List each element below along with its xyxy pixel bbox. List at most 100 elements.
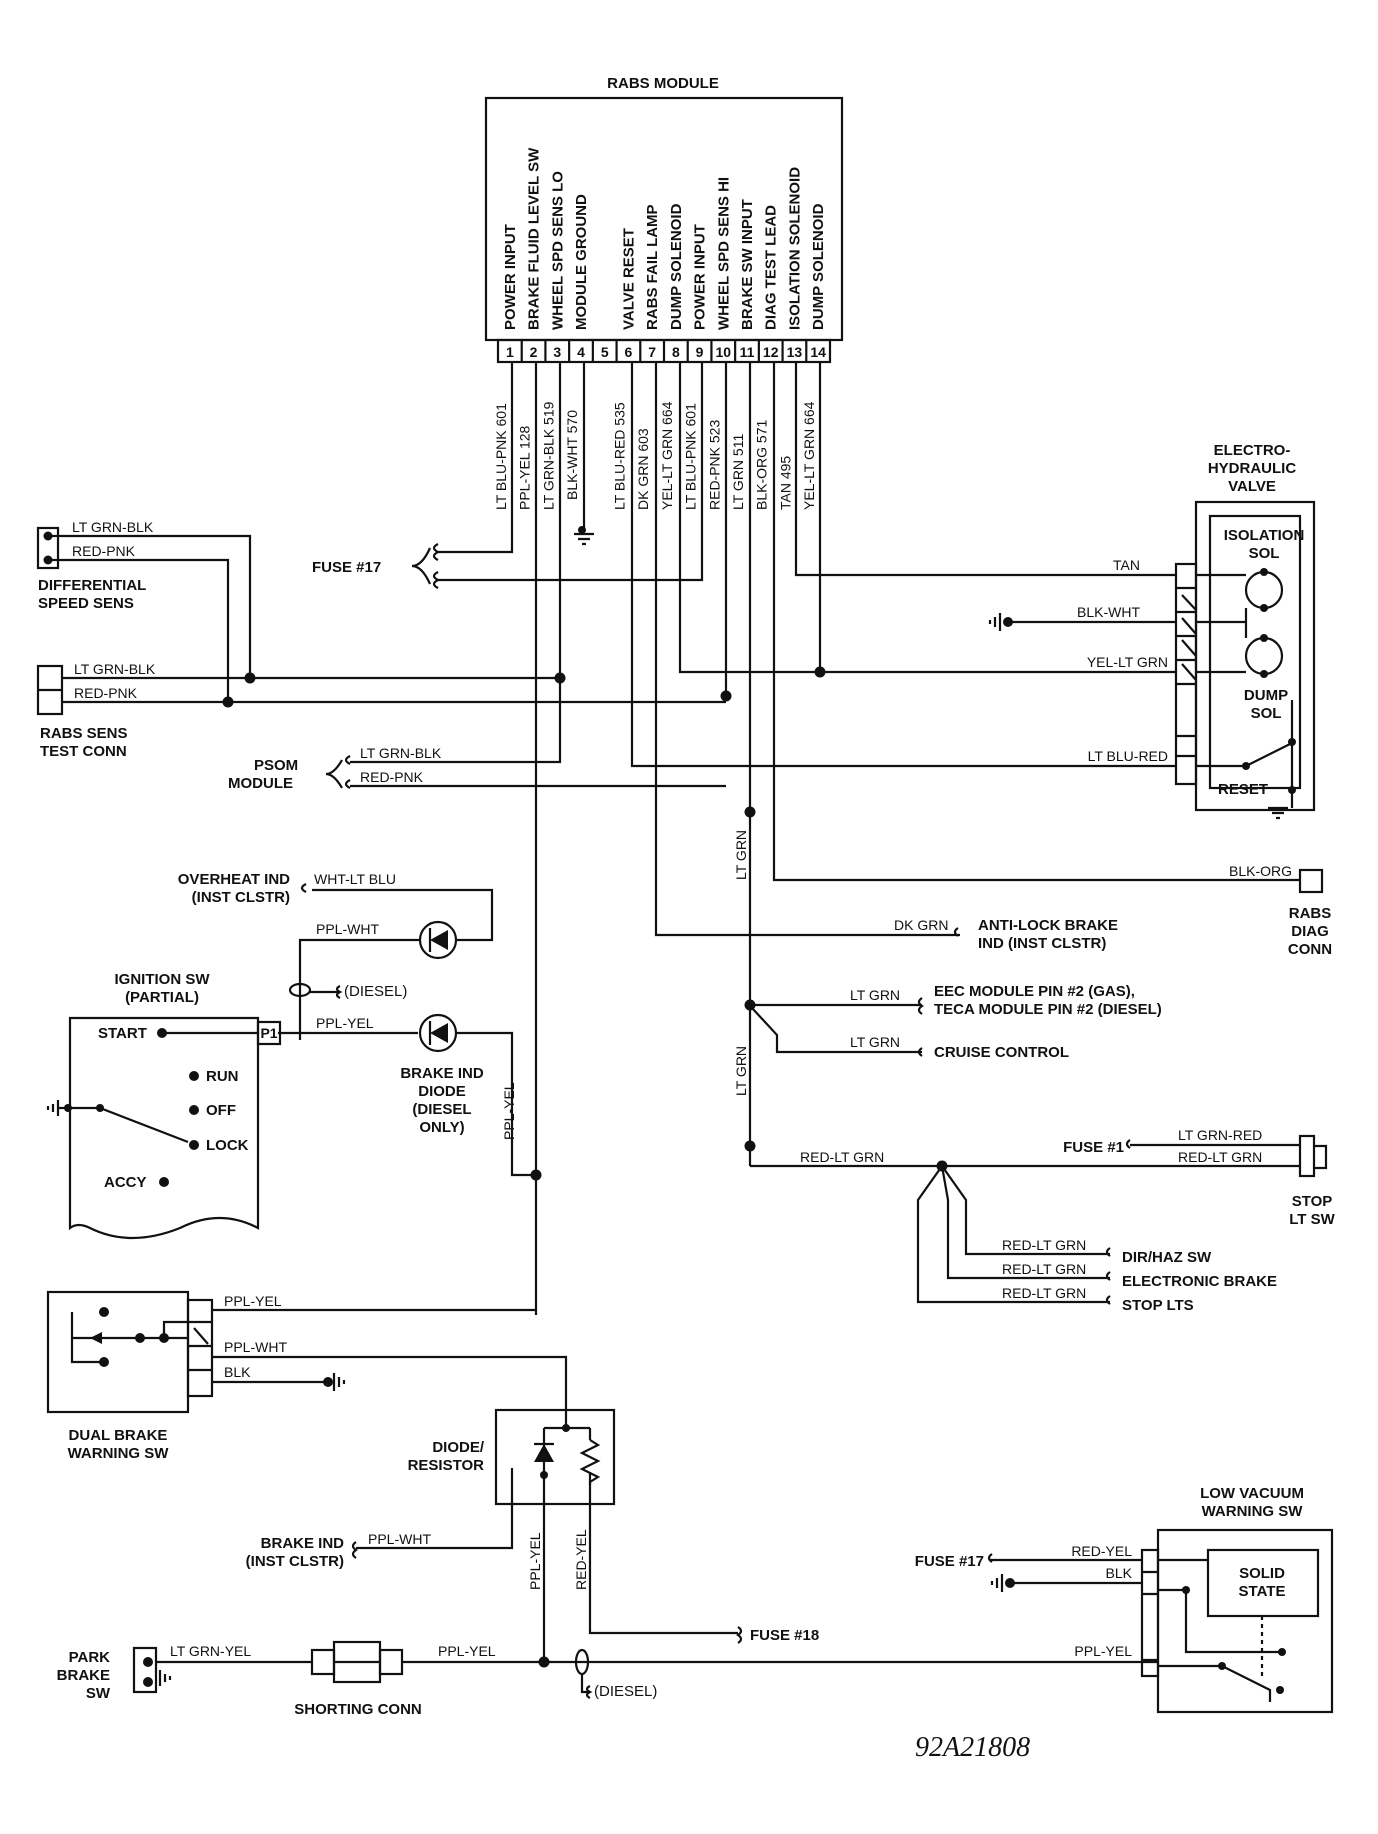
pin-number: 3 [553,344,561,360]
wire-label: RED-PNK [74,685,138,701]
stop-lamp-circuit: FUSE #1 LT GRN-RED RED-LT GRN RED-LT GRN… [800,1127,1336,1314]
wires [48,362,1300,1664]
pin-number: 7 [648,344,656,360]
wire-dir-haz [941,1165,1110,1256]
component-label: (PARTIAL) [125,989,199,1006]
low-vacuum-sw-body [1156,1528,1334,1714]
wire-brake-ind-ppl-wht [356,1468,514,1550]
wire-label: RED-PNK [360,769,424,785]
junction [530,1169,542,1181]
wire-label: LT GRN-BLK [74,661,156,677]
component-label: CONN [1288,941,1332,958]
wire-diff-red-pnk [48,558,230,702]
fuse-label: FUSE #1 [1063,1139,1124,1156]
wire-label: RED-YEL [573,1529,589,1590]
wire-pin13 [794,362,1176,577]
wire-stop-lts [916,1165,1110,1304]
ign-position-label: LOCK [206,1137,249,1154]
rabs-diag-connector: BLK-ORG RABS DIAG CONN [1229,863,1332,958]
wire-label: RED-YEL [1071,1543,1132,1559]
component-label: SOL [1249,545,1280,562]
pin-wire-label: YEL-LT GRN 664 [801,401,817,510]
wire-label: RED-PNK [72,543,136,559]
wire-label: PPL-WHT [224,1339,287,1355]
wire-label: PPL-WHT [368,1531,431,1547]
junction [744,806,756,818]
component-label: EEC MODULE PIN #2 (GAS), [934,983,1135,1000]
wire-pin9 [438,362,704,582]
ign-position-label: ACCY [104,1174,147,1191]
pin-number: 2 [530,344,538,360]
component-label: BRAKE IND [400,1065,484,1082]
diode-resistor: DIODE/ RESISTOR PPL-YEL RED-YEL [408,1408,616,1590]
wire-fuse18 [588,1472,738,1635]
component-label: DUAL BRAKE [69,1427,168,1444]
rabs-sens-test-connector: LT GRN-BLK RED-PNK RABS SENS TEST CONN [36,661,156,760]
component-label: PSOM [254,757,298,774]
stop-lt-sw-body [1298,1134,1316,1178]
component-label: HYDRAULIC [1208,460,1296,477]
ign-position-label: START [98,1025,147,1042]
ignition-switch-body [68,1016,260,1240]
junction [814,666,826,678]
figure-id: 92A21808 [915,1732,1030,1763]
park-brake-switch: PARK BRAKE SW LT GRN-YEL [57,1643,252,1702]
isolation-solenoid-coil [1244,570,1284,610]
diesel-label: (DIESEL) [344,983,407,1000]
fuse-label: FUSE #17 [915,1553,984,1570]
psom-module: LT GRN-BLK RED-PNK PSOM MODULE [228,745,442,792]
diode-icon [418,920,458,960]
pin-wire-label: LT GRN 511 [730,434,746,510]
wire-label: TAN [1113,557,1140,573]
rabs-pin-area: 1 POWER INPUT LT BLU-PNK 601 2 BRAKE FLUID L… [493,147,827,510]
pin-number: 1 [506,344,514,360]
diesel-label: (DIESEL) [594,1683,657,1700]
pin-number: 5 [601,344,609,360]
component-label: PARK [69,1649,111,1666]
component-label: IGNITION SW [115,971,211,988]
pin-function-label: BRAKE SW INPUT [739,199,756,330]
ground-icon [988,613,1013,631]
pin-wire-label: LT BLU-RED 535 [611,402,627,510]
wire-label: BLK-ORG [1229,863,1292,879]
wire-label: PPL-YEL [1074,1643,1132,1659]
component-label: LT SW [1289,1211,1335,1228]
low-vacuum-warning-switch: LOW VACUUM WARNING SW SOLID STATE FUSE #… [915,1485,1334,1714]
ign-position-label: RUN [206,1068,239,1085]
component-label: (INST CLSTR) [192,889,290,906]
ground-icon [323,1373,346,1391]
pin-function-label: ISOLATION SOLENOID [786,167,803,330]
wire-label: BLK [1106,1565,1133,1581]
wire-dual-ppl-wht [212,1355,568,1420]
diff-sensor-connector [36,526,60,570]
wire-electronic-brake [940,1165,1110,1280]
component-label: SHORTING CONN [294,1701,422,1718]
shorting-connector: SHORTING CONN PPL-YEL (DIESEL) [294,1640,657,1718]
p1-label: P1 [260,1025,277,1041]
wire-label: DK GRN [894,917,948,933]
junction [744,999,756,1011]
pin-wire-label: LT BLU-PNK 601 [683,403,699,510]
wire-label: WHT-LT BLU [314,871,396,887]
pin-function-label: POWER INPUT [692,224,709,330]
junction [222,696,234,708]
wire-label: RED-LT GRN [1002,1285,1086,1301]
component-label: RABS [1289,905,1332,922]
pin-function-label: BRAKE FLUID LEVEL SW [526,147,543,330]
pin-number: 6 [625,344,633,360]
wire-label: PPL-YEL [527,1532,543,1590]
wire-label: LT GRN [733,1046,749,1096]
wire-label: LT GRN-YEL [170,1643,251,1659]
junction-dots [222,526,948,1668]
diode-icon [418,1013,458,1053]
wire-pin1 [438,362,514,554]
diesel-splice [288,982,312,998]
component-label: WARNING SW [68,1445,170,1462]
component-label: RESISTOR [408,1457,485,1474]
pin-wire-label: TAN 495 [777,456,793,510]
fuse-18: FUSE #18 [736,1626,819,1644]
pin-number: 9 [696,344,704,360]
pin-wire-label: LT GRN-BLK 519 [540,401,556,510]
wire-ppl-yel-diode [456,1031,536,1177]
wire-pin3 [350,362,562,764]
